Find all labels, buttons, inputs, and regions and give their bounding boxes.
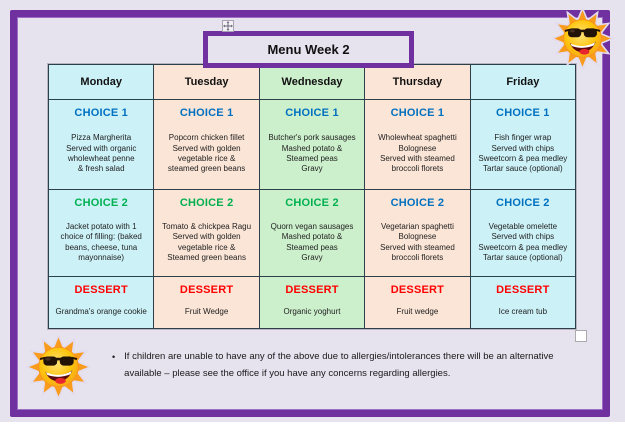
sunglasses — [564, 28, 601, 38]
allergy-note: • If children are unable to have any of … — [112, 349, 574, 382]
choice2-label: CHOICE 2 — [285, 197, 339, 209]
choice1-text: Popcorn chicken fillet Served with golde… — [167, 133, 246, 174]
tuesday-choice1-cell[interactable]: CHOICE 1 Popcorn chicken fillet Served w… — [154, 100, 259, 190]
dessert-label: DESSERT — [74, 284, 128, 296]
sun-icon — [550, 7, 615, 70]
tuesday-dessert-cell[interactable]: DESSERT Fruit Wedge — [154, 277, 258, 328]
sunglasses — [39, 356, 78, 366]
wednesday-choice1-cell[interactable]: CHOICE 1 Butcher's pork sausages Mashed … — [259, 100, 365, 190]
day-header-tuesday[interactable]: Tuesday — [154, 65, 259, 100]
page-border — [10, 10, 610, 417]
choice1-label: CHOICE 1 — [179, 107, 234, 119]
thursday-choice2-cell[interactable]: CHOICE 2 Vegetarian spaghetti Bolognese … — [365, 190, 470, 277]
dessert-label: DESSERT — [179, 284, 234, 296]
choice1-text: Pizza Margherita Served with organic who… — [66, 133, 137, 174]
menu-column-tuesday: Tuesday CHOICE 1 Popcorn chicken fillet … — [154, 65, 260, 328]
choice1-text: Butcher's pork sausages Mashed potato & … — [268, 133, 356, 174]
choice2-text: Vegetarian spaghetti Bolognese Served wi… — [380, 221, 455, 262]
dessert-label: DESSERT — [390, 284, 445, 296]
bullet-point: • — [112, 352, 116, 362]
allergy-note-text: If children are unable to have any of th… — [124, 351, 554, 379]
menu-column-thursday: Thursday CHOICE 1 Wholewheat spaghetti B… — [365, 65, 471, 328]
dessert-text: Fruit Wedge — [184, 306, 229, 316]
choice2-label: CHOICE 2 — [74, 197, 128, 209]
dessert-label: DESSERT — [285, 284, 339, 296]
monday-dessert-cell[interactable]: DESSERT Grandma's orange cookie — [49, 277, 153, 328]
thursday-choice1-cell[interactable]: CHOICE 1 Wholewheat spaghetti Bolognese … — [365, 100, 470, 190]
dessert-label: DESSERT — [496, 284, 550, 296]
day-header-friday[interactable]: Friday — [470, 65, 576, 100]
thursday-dessert-cell[interactable]: DESSERT Fruit wedge — [365, 277, 469, 328]
friday-choice1-cell[interactable]: CHOICE 1 Fish finger wrap Served with ch… — [470, 100, 576, 190]
choice2-label: CHOICE 2 — [390, 197, 445, 209]
tuesday-choice2-cell[interactable]: CHOICE 2 Tomato & chickpea Ragu Served w… — [154, 190, 259, 277]
choice2-label: CHOICE 2 — [179, 197, 234, 209]
choice2-label: CHOICE 2 — [496, 197, 550, 209]
dessert-text: Ice cream tub — [498, 306, 548, 316]
menu-column-monday: Monday CHOICE 1 Pizza Margherita Served … — [49, 65, 155, 328]
choice2-text: Vegetable omelette Served with chips Swe… — [478, 221, 568, 262]
day-header-wednesday[interactable]: Wednesday — [259, 65, 365, 100]
day-header-monday[interactable]: Monday — [49, 65, 154, 100]
monday-choice2-cell[interactable]: CHOICE 2 Jacket potato with 1 choice of … — [49, 190, 154, 277]
wednesday-dessert-cell[interactable]: DESSERT Organic yoghurt — [260, 277, 364, 328]
choice2-text: Jacket potato with 1 choice of filling: … — [60, 221, 142, 262]
day-header-thursday[interactable]: Thursday — [365, 65, 470, 100]
choice1-label: CHOICE 1 — [74, 107, 128, 119]
choice2-text: Quorn vegan sausages Mashed potato & Ste… — [270, 221, 354, 262]
friday-dessert-cell[interactable]: DESSERT Ice cream tub — [471, 277, 575, 328]
choice1-label: CHOICE 1 — [285, 107, 339, 119]
menu-table: Monday CHOICE 1 Pizza Margherita Served … — [48, 64, 576, 329]
table-resize-handle[interactable] — [575, 330, 587, 342]
monday-choice1-cell[interactable]: CHOICE 1 Pizza Margherita Served with or… — [49, 100, 154, 190]
smile-mouth — [45, 370, 73, 384]
choice1-label: CHOICE 1 — [390, 107, 445, 119]
friday-choice2-cell[interactable]: CHOICE 2 Vegetable omelette Served with … — [470, 190, 576, 277]
smile-mouth — [569, 41, 596, 55]
wednesday-choice2-cell[interactable]: CHOICE 2 Quorn vegan sausages Mashed pot… — [259, 190, 365, 277]
four-way-arrow-icon — [223, 21, 233, 31]
choice1-label: CHOICE 1 — [496, 107, 550, 119]
dessert-text: Fruit wedge — [396, 306, 439, 316]
table-move-handle-icon[interactable] — [222, 20, 234, 32]
page-title: Menu Week 2 — [267, 42, 350, 57]
choice1-text: Wholewheat spaghetti Bolognese Served wi… — [378, 133, 457, 174]
choice1-text: Fish finger wrap Served with chips Sweet… — [478, 133, 568, 174]
menu-column-friday: Friday CHOICE 1 Fish finger wrap Served … — [470, 65, 576, 328]
dessert-text: Grandma's orange cookie — [55, 306, 147, 316]
menu-column-wednesday: Wednesday CHOICE 1 Butcher's pork sausag… — [259, 65, 366, 328]
sun-icon — [24, 334, 93, 400]
title-text-box[interactable]: Menu Week 2 — [203, 31, 414, 68]
dessert-text: Organic yoghurt — [283, 306, 341, 316]
choice2-text: Tomato & chickpea Ragu Served with golde… — [162, 221, 252, 262]
